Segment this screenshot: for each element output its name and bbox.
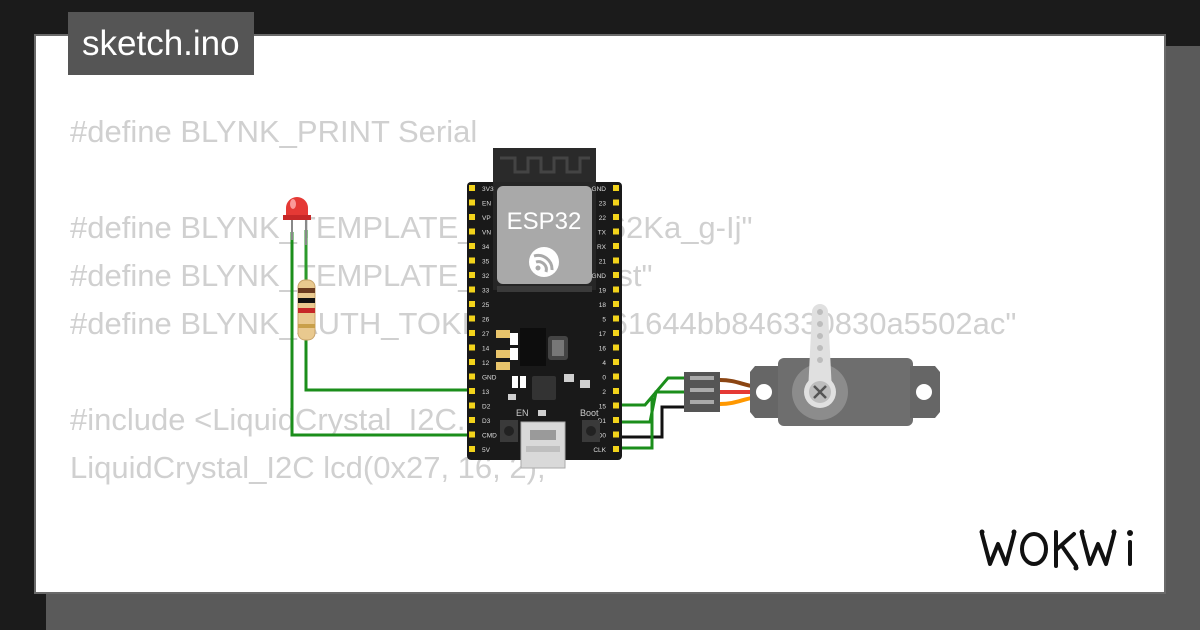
pin-label: D0 bbox=[598, 433, 607, 440]
servo-connector bbox=[684, 372, 720, 412]
pin-label: 16 bbox=[599, 346, 607, 353]
pin-label: 19 bbox=[599, 288, 607, 295]
pin-label: TX bbox=[598, 230, 607, 237]
servo-motor bbox=[750, 304, 940, 426]
pin-pad bbox=[469, 388, 475, 394]
pin-label: CLK bbox=[593, 447, 606, 454]
pin-label: EN bbox=[482, 201, 491, 208]
svg-text:EN: EN bbox=[516, 408, 529, 418]
pin-pad bbox=[469, 446, 475, 452]
pin-pad bbox=[613, 431, 619, 438]
espressif-logo bbox=[529, 247, 559, 277]
pin-label: 34 bbox=[482, 244, 490, 251]
pin-label: 4 bbox=[602, 360, 606, 367]
pin-pad bbox=[613, 185, 619, 191]
resistor bbox=[297, 279, 316, 341]
wire-led-gnd bbox=[290, 232, 470, 437]
code-line: #define BLYNK_PRINT Serial bbox=[70, 114, 478, 149]
wire-servo-gnd bbox=[616, 405, 690, 439]
pin-pad bbox=[613, 402, 619, 409]
pin-label: 25 bbox=[482, 302, 490, 309]
pin-label: D2 bbox=[482, 404, 491, 411]
pin-label: 13 bbox=[482, 389, 490, 396]
pin-pad bbox=[613, 417, 619, 423]
board-label: ESP32 bbox=[507, 208, 582, 235]
pin-label: 5 bbox=[602, 317, 606, 324]
usb-port bbox=[520, 421, 566, 469]
wire-led-gpio bbox=[304, 340, 470, 392]
pin-label: 12 bbox=[482, 360, 490, 367]
svg-text:Boot: Boot bbox=[580, 408, 599, 418]
pin-pad bbox=[613, 214, 619, 220]
wokwi-logo bbox=[979, 529, 1133, 571]
pin-pad bbox=[613, 388, 619, 394]
pin-pad bbox=[469, 286, 475, 293]
pin-label: RX bbox=[597, 244, 607, 251]
pin-label: 22 bbox=[599, 215, 607, 222]
pin-pad bbox=[613, 301, 619, 307]
pin-pad bbox=[469, 185, 475, 191]
pin-label: 27 bbox=[482, 331, 490, 338]
pin-label: 32 bbox=[482, 273, 490, 280]
pin-label: 2 bbox=[602, 389, 606, 396]
pin-pad bbox=[613, 199, 619, 206]
pin-pad bbox=[469, 257, 475, 264]
pin-pad bbox=[469, 330, 475, 336]
pin-pad bbox=[469, 315, 475, 322]
pin-label: 23 bbox=[599, 201, 607, 208]
pin-label: 14 bbox=[482, 346, 490, 353]
pin-pad bbox=[469, 344, 475, 351]
pin-label: CMD bbox=[482, 433, 497, 440]
pin-pad bbox=[613, 315, 619, 322]
pin-pad bbox=[469, 301, 475, 307]
pin-pad bbox=[613, 257, 619, 264]
boot-button: Boot bbox=[580, 408, 600, 442]
pin-label: 33 bbox=[482, 288, 490, 295]
pin-label: 5V bbox=[482, 447, 491, 454]
pin-pad bbox=[469, 199, 475, 206]
pin-pad bbox=[469, 214, 475, 220]
pin-pad bbox=[613, 446, 619, 452]
pin-label: GND bbox=[482, 375, 497, 382]
pin-label: D3 bbox=[482, 418, 491, 425]
pin-pad bbox=[613, 243, 619, 249]
pin-pad bbox=[613, 373, 619, 380]
code-line: LiquidCrystal_I2C lcd(0x27, 16, 2); bbox=[70, 450, 546, 485]
file-tab[interactable]: sketch.ino bbox=[68, 12, 254, 75]
pin-pad bbox=[469, 417, 475, 423]
pin-label: 21 bbox=[599, 259, 607, 266]
code-line: #include <LiquidCrystal_I2C.h> bbox=[70, 402, 501, 437]
pin-pad bbox=[469, 402, 475, 409]
led bbox=[283, 197, 311, 245]
pin-label: 18 bbox=[599, 302, 607, 309]
pin-pad bbox=[469, 359, 475, 365]
pin-label: 0 bbox=[602, 375, 606, 382]
pin-pad bbox=[613, 359, 619, 365]
pin-pad bbox=[613, 228, 619, 235]
pin-label: 17 bbox=[599, 331, 607, 338]
pin-pad bbox=[613, 330, 619, 336]
esp32-board: ESP32 3V3ENVPVN343532332526271412GND13D2… bbox=[467, 148, 622, 469]
pin-pad bbox=[469, 228, 475, 235]
pin-pad bbox=[469, 373, 475, 380]
pin-label: VN bbox=[482, 230, 491, 237]
pin-pad bbox=[613, 344, 619, 351]
pin-label: VP bbox=[482, 215, 491, 222]
pin-pad bbox=[469, 272, 475, 278]
pin-label: 35 bbox=[482, 259, 490, 266]
wires bbox=[290, 230, 690, 450]
pin-label: D1 bbox=[598, 418, 607, 425]
pin-label: 3V3 bbox=[482, 186, 494, 193]
pin-label: GND bbox=[592, 186, 607, 193]
pin-pad bbox=[469, 243, 475, 249]
pin-pad bbox=[613, 286, 619, 293]
pin-pad bbox=[469, 431, 475, 438]
en-button: EN bbox=[500, 408, 529, 442]
pin-label: 15 bbox=[599, 404, 607, 411]
pin-label: GND bbox=[592, 273, 607, 280]
pin-label: 26 bbox=[482, 317, 490, 324]
pin-pad bbox=[613, 272, 619, 278]
